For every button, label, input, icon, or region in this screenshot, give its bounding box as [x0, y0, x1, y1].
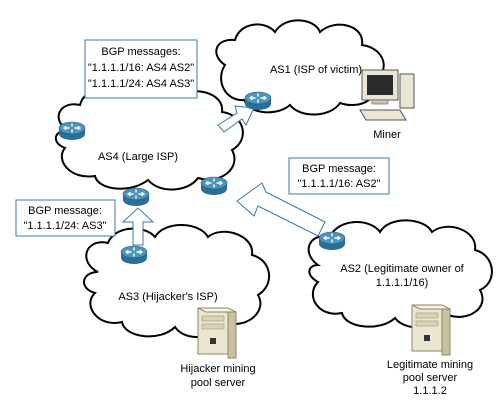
- route-arrow-as4-to-as1: [217, 105, 255, 133]
- svg-text:"1.1.1.1/16: AS2": "1.1.1.1/16: AS2": [297, 178, 380, 190]
- svg-text:"1.1.1.1/16: AS4 AS2": "1.1.1.1/16: AS4 AS2": [88, 62, 194, 74]
- legit-server-label-line2: pool server: [403, 372, 458, 384]
- as4-cloud: [54, 84, 244, 191]
- route-arrow-as3-to-as4: [121, 207, 155, 246]
- route-arrow-as2-to-as4: [236, 182, 326, 237]
- as4-router-icon-bottom: [122, 187, 150, 207]
- hijacker-server-icon: [197, 307, 237, 359]
- as3-router-icon: [120, 245, 148, 265]
- as2-label-line1: AS2 (Legitimate owner of: [340, 263, 464, 275]
- as1-router-icon: [244, 91, 272, 111]
- as4-label: AS4 (Large ISP): [98, 151, 178, 163]
- as3-label: AS3 (Hijacker's ISP): [118, 291, 217, 303]
- as2-router-icon: [318, 231, 346, 251]
- bgp-message-box-as2: BGP message: "1.1.1.1/16: AS2": [288, 157, 390, 195]
- as1-cloud: [215, 19, 385, 116]
- svg-text:"1.1.1.1/24: AS4 AS3": "1.1.1.1/24: AS4 AS3": [88, 78, 194, 90]
- svg-text:"1.1.1.1/24: AS3": "1.1.1.1/24: AS3": [23, 220, 106, 232]
- legit-server-label-line1: Legitimate mining: [387, 359, 473, 371]
- hijacker-server-label-line1: Hijacker mining: [180, 363, 255, 375]
- as1-label: AS1 (ISP of victim): [270, 64, 362, 76]
- svg-text:BGP messages:: BGP messages:: [101, 46, 180, 58]
- hijacker-server-label-line2: pool server: [191, 377, 246, 389]
- bgp-messages-box-as1: BGP messages: "1.1.1.1/16: AS4 AS2" "1.1…: [84, 39, 198, 99]
- miner-computer-icon: [359, 69, 415, 121]
- svg-text:BGP message:: BGP message:: [302, 163, 376, 175]
- miner-label: Miner: [373, 129, 401, 141]
- as2-label-line2: 1.1.1.1/16): [376, 277, 429, 289]
- legit-server-ip: 1.1.1.2: [413, 385, 447, 397]
- as3-cloud: [83, 224, 271, 339]
- as2-cloud: [307, 219, 493, 329]
- legit-server-icon: [411, 304, 451, 356]
- as4-router-icon-right: [200, 176, 228, 196]
- as4-router-icon-left: [58, 121, 86, 141]
- bgp-message-box-as3: BGP message: "1.1.1.1/24: AS3": [15, 199, 116, 237]
- svg-text:BGP message:: BGP message:: [28, 205, 102, 217]
